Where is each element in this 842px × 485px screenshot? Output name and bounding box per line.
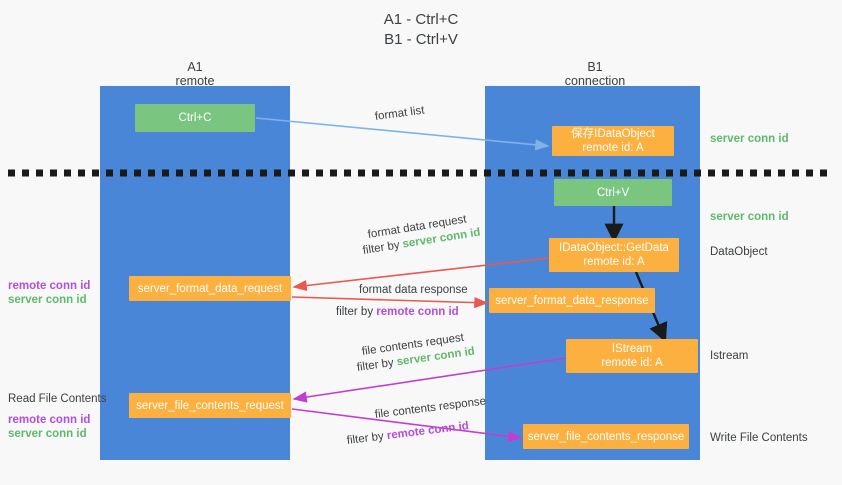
node-server-file-contents-request[interactable]: server_file_contents_request <box>129 393 291 418</box>
title-line-1: A1 - Ctrl+C <box>383 11 459 28</box>
node-istream-line1: IStream <box>611 343 653 355</box>
node-getdata-line1: IDataObject::GetData <box>559 242 669 254</box>
right-label-server-conn-id-mid: server conn id <box>710 211 789 223</box>
edge-format-data-request <box>292 257 550 292</box>
edge-label-format-data-response-filter: filter by remote conn id <box>336 305 459 320</box>
edge-format-list <box>255 117 550 151</box>
column-header-a1-sub: remote <box>175 74 215 88</box>
left-label-remote-conn-id-2: remote conn id <box>8 414 91 426</box>
node-server-file-contents-request-label: server_file_contents_request <box>136 399 284 412</box>
right-label-server-conn-id-top: server conn id <box>710 133 789 145</box>
column-header-a1-name: A1 <box>187 60 203 74</box>
node-server-format-data-response[interactable]: server_format_data_response <box>489 288 655 313</box>
left-label-remote-conn-id-1: remote conn id <box>8 280 91 292</box>
column-header-a1: A1 remote <box>115 60 275 88</box>
edge-format-data-response <box>291 296 489 309</box>
right-label-istream: Istream <box>710 350 749 362</box>
node-save-idataobject-line1: 保存IDataObject <box>571 128 655 140</box>
edge-file-contents-request <box>292 357 567 403</box>
left-label-server-conn-id-1: server conn id <box>8 294 87 306</box>
column-header-b1-name: B1 <box>587 60 603 74</box>
filter-prefix: filter by <box>336 306 377 318</box>
node-ctrl-c[interactable]: Ctrl+C <box>135 104 255 132</box>
right-label-write-file-contents: Write File Contents <box>710 432 808 444</box>
title-line-2: B1 - Ctrl+V <box>384 31 458 48</box>
column-header-b1: B1 connection <box>515 60 675 88</box>
node-save-idataobject[interactable]: 保存IDataObject remote id: A <box>552 126 674 156</box>
node-save-idataobject-line2: remote id: A <box>582 142 644 154</box>
node-getdata-line2: remote id: A <box>583 256 645 268</box>
node-istream-line2: remote id: A <box>601 357 663 369</box>
token-remote-conn-id: remote conn id <box>376 306 459 318</box>
node-server-file-contents-response[interactable]: server_file_contents_response <box>523 424 689 449</box>
node-server-format-data-request-label: server_format_data_request <box>137 282 283 295</box>
node-ctrl-v-label: Ctrl+V <box>596 186 630 199</box>
diagram-title: A1 - Ctrl+C B1 - Ctrl+V <box>0 10 842 50</box>
right-label-dataobject: DataObject <box>710 246 768 258</box>
left-label-server-conn-id-2: server conn id <box>8 428 87 440</box>
node-istream[interactable]: IStream remote id: A <box>566 339 698 373</box>
edge-file-contents-response <box>291 408 523 442</box>
node-server-file-contents-response-label: server_file_contents_response <box>527 430 685 443</box>
edge-label-format-data-response: format data response <box>359 284 468 296</box>
node-ctrl-v[interactable]: Ctrl+V <box>554 179 672 206</box>
filter-prefix: filter by <box>346 430 388 447</box>
node-server-format-data-response-label: server_format_data_response <box>495 294 649 307</box>
node-getdata[interactable]: IDataObject::GetData remote id: A <box>549 238 679 272</box>
column-header-b1-sub: connection <box>564 74 626 88</box>
node-server-format-data-request[interactable]: server_format_data_request <box>129 276 291 301</box>
node-ctrl-c-label: Ctrl+C <box>178 112 212 124</box>
left-label-read-file-contents: Read File Contents <box>8 393 107 405</box>
